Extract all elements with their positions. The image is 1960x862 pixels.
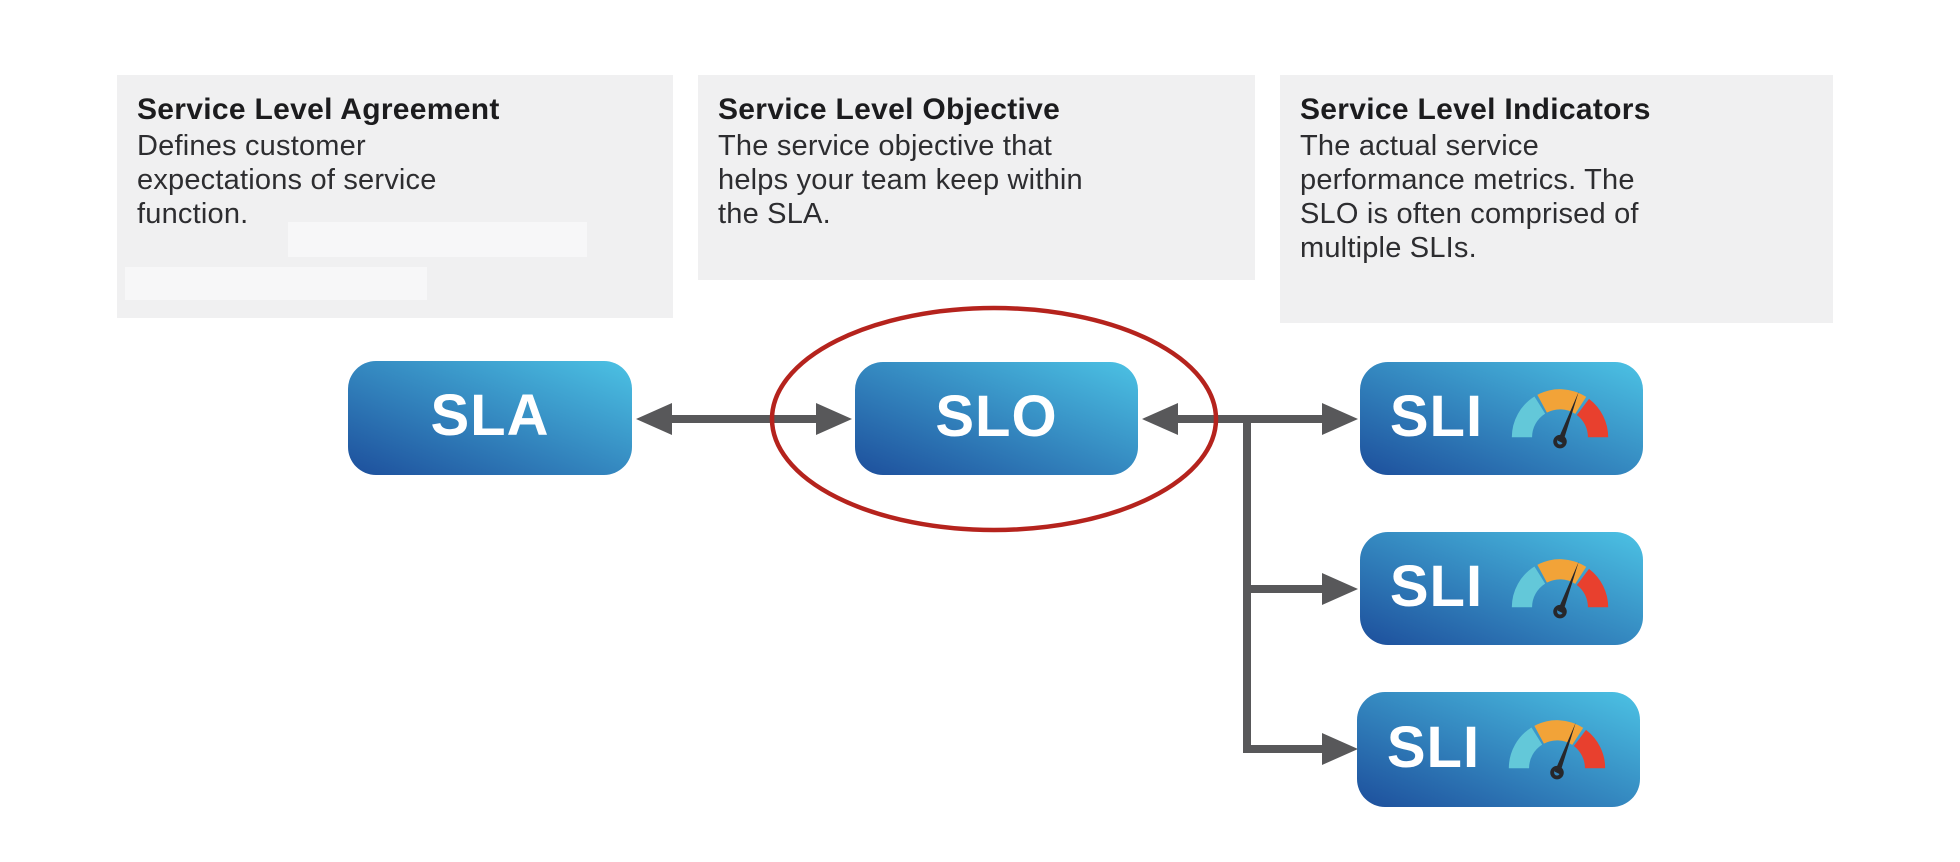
card-title-slo: Service Level Objective [718, 93, 1061, 126]
card-body-line: The service objective that [718, 130, 1053, 162]
card-body-line: multiple SLIs. [1300, 232, 1477, 264]
sli-node-1: SLI [1360, 362, 1643, 475]
arrow-slo-sli-branch [1142, 403, 1358, 765]
redacted-text-bar [125, 267, 427, 300]
info-card-slo: Service Level Objective The service obje… [698, 75, 1255, 280]
gauge-icon [1511, 388, 1609, 448]
redacted-text-bar [288, 222, 587, 257]
sli-node-3: SLI [1357, 692, 1640, 807]
card-body-line: Defines customer [137, 130, 366, 162]
sli-node-label: SLI [1389, 553, 1484, 619]
card-body-line: helps your team keep within [718, 164, 1083, 196]
sli-node-label: SLI [1386, 714, 1481, 780]
sli-node-label: SLI [1389, 383, 1484, 449]
sla-node: SLA [348, 361, 632, 475]
double-arrow-sla-slo [636, 403, 852, 435]
gauge-icon [1508, 719, 1606, 779]
card-body-line: the SLA. [718, 198, 831, 230]
card-title-sla: Service Level Agreement [137, 93, 500, 126]
card-title-sli: Service Level Indicators [1300, 93, 1651, 126]
card-body-line: The actual service [1300, 130, 1539, 162]
card-body-line: SLO is often comprised of [1300, 198, 1639, 230]
info-card-sla: Service Level Agreement Defines customer… [117, 75, 673, 318]
slo-node: SLO [855, 362, 1138, 475]
card-body-line: expectations of service [137, 164, 437, 196]
card-body-line: function. [137, 198, 249, 230]
card-body-line: performance metrics. The [1300, 164, 1635, 196]
sla-node-label: SLA [430, 383, 550, 448]
gauge-icon [1511, 558, 1609, 618]
info-card-sli: Service Level Indicators The actual serv… [1280, 75, 1833, 323]
sli-node-2: SLI [1360, 532, 1643, 645]
slo-node-label: SLO [935, 383, 1058, 449]
